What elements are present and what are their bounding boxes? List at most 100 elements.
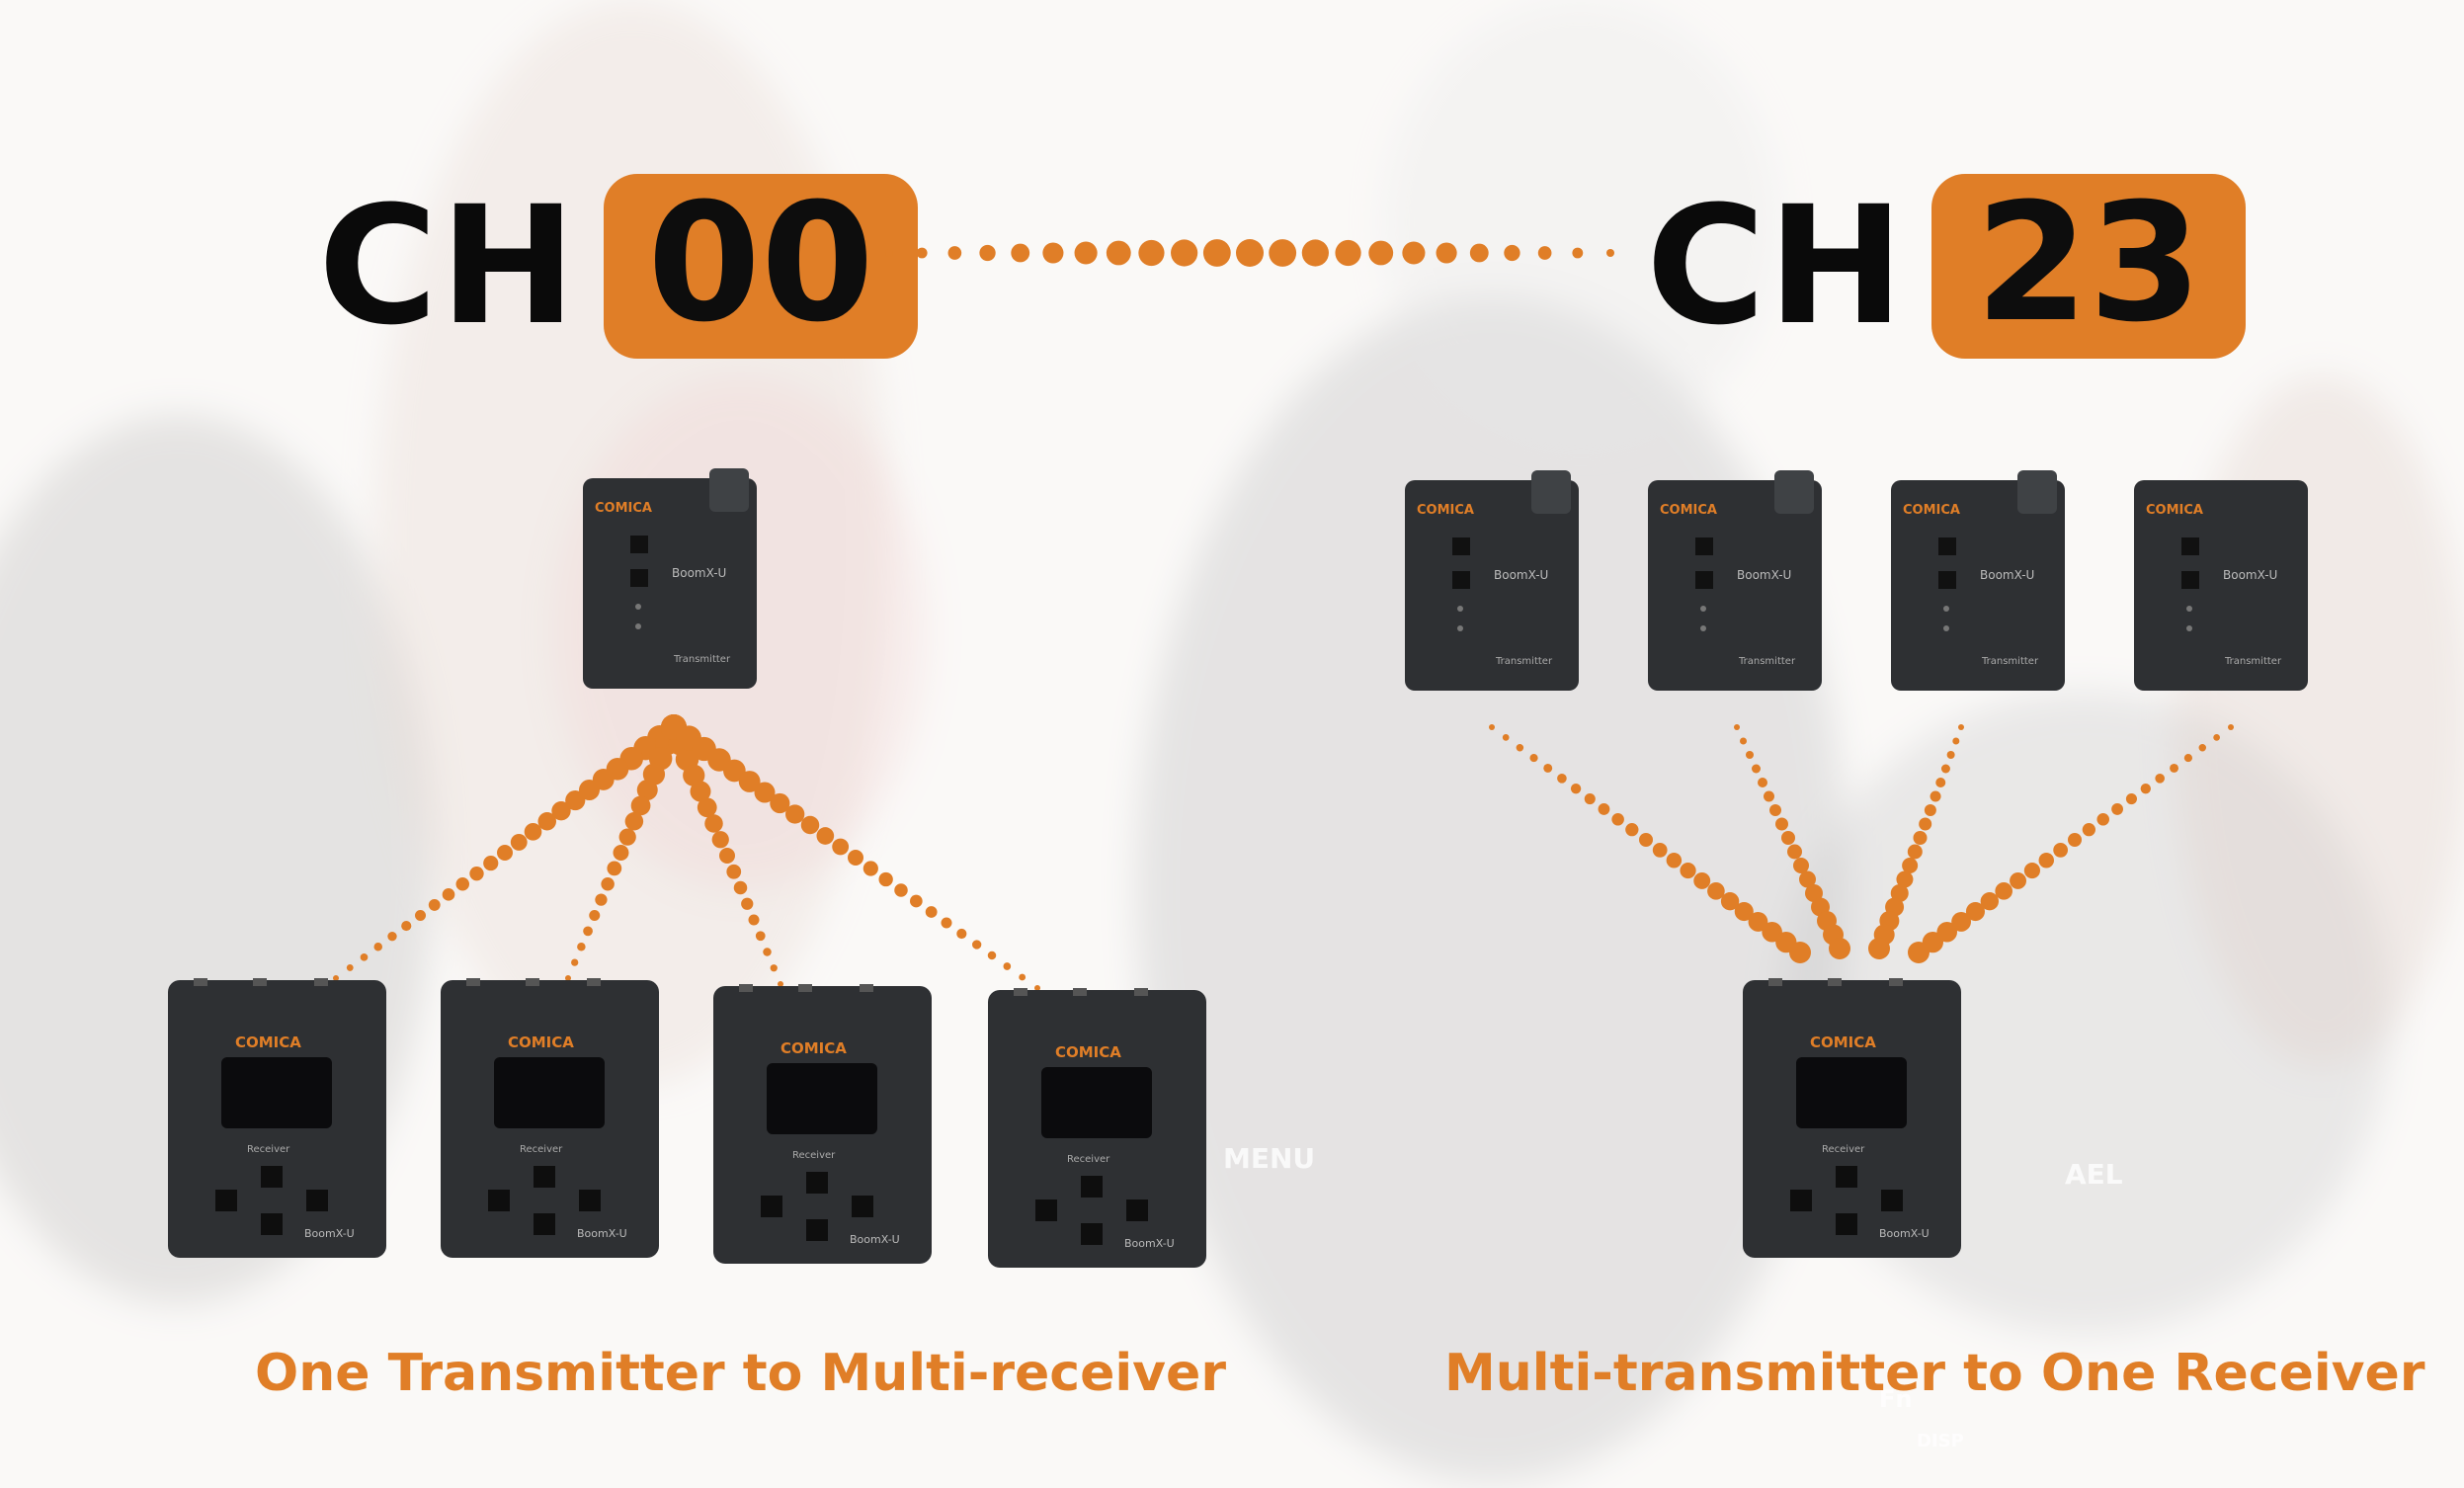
connection-dot xyxy=(910,894,923,908)
connection-dot xyxy=(624,812,644,831)
connection-dot xyxy=(2111,803,2123,815)
connection-dot xyxy=(2023,863,2041,879)
transmitter-device: COMICA BoomX-U Transmitter xyxy=(1646,470,1824,693)
connection-dot xyxy=(428,899,441,911)
connection-dot xyxy=(1034,985,1040,991)
connection-dot xyxy=(2068,833,2082,847)
model-label: BoomX-U xyxy=(1124,1237,1175,1250)
connection-dot xyxy=(387,932,397,942)
connection-dot xyxy=(748,914,760,926)
ael-key-text: AEL xyxy=(2065,1158,2123,1191)
channel-prefix: CH xyxy=(318,171,579,361)
connection-dot xyxy=(1734,902,1754,922)
connection-dot xyxy=(1965,902,1986,922)
connection-dot xyxy=(1764,790,1774,802)
connection-dot xyxy=(2170,764,2178,773)
connection-dot xyxy=(571,958,579,966)
model-label: BoomX-U xyxy=(2223,568,2277,582)
connection-dot xyxy=(1138,239,1165,267)
channel-number-badge: 23 xyxy=(1931,174,2246,359)
transmitter-device: COMICA BoomX-U Transmitter xyxy=(581,468,759,691)
connection-dot xyxy=(1598,803,1610,815)
channel-number-badge: 00 xyxy=(604,174,918,359)
connection-dot xyxy=(1829,938,1850,959)
transmitter-label: Transmitter xyxy=(673,654,731,665)
connection-dot xyxy=(1907,844,1923,860)
channel-label-right: CH 23 xyxy=(1646,174,2246,359)
connection-dot xyxy=(1042,242,1064,264)
connection-dot xyxy=(1913,831,1928,845)
connection-dot xyxy=(979,244,996,262)
connection-dot xyxy=(1805,884,1823,902)
connection-dot xyxy=(442,888,455,901)
connection-dot xyxy=(1639,833,1653,847)
connection-dot xyxy=(1171,239,1198,267)
brand-logo: COMICA xyxy=(1660,503,1717,518)
connection-dot xyxy=(2213,734,2221,741)
model-label: BoomX-U xyxy=(577,1227,627,1240)
connection-dot xyxy=(1106,240,1131,266)
brand-logo: COMICA xyxy=(508,1033,574,1051)
channel-label-left: CH 00 xyxy=(318,174,918,359)
connection-dot xyxy=(697,797,717,818)
connection-dot xyxy=(1202,239,1231,267)
connection-dot xyxy=(1930,790,1941,802)
transmitter-label: Transmitter xyxy=(1495,656,1553,667)
connection-dot xyxy=(1236,239,1264,267)
transmitter-device: COMICA BoomX-U Transmitter xyxy=(1889,470,2067,693)
model-label: BoomX-U xyxy=(1879,1227,1930,1240)
connection-dot xyxy=(1502,734,1510,741)
receiver-device: COMICA Receiver BoomX-U xyxy=(166,978,388,1260)
connection-dot xyxy=(497,845,513,861)
connection-dot xyxy=(613,845,629,861)
receiver-label: Receiver xyxy=(520,1144,563,1155)
connection-dot xyxy=(1935,778,1946,787)
receiver-label: Receiver xyxy=(247,1144,290,1155)
connection-dot xyxy=(704,814,723,833)
transmitter-label: Transmitter xyxy=(2224,656,2282,667)
connection-dot xyxy=(1740,737,1747,745)
connection-dot xyxy=(754,782,776,803)
connection-dot xyxy=(1769,804,1781,816)
brand-logo: COMICA xyxy=(1417,503,1474,518)
connection-dot xyxy=(1666,853,1683,868)
connection-dot xyxy=(1680,863,1696,879)
connection-dot xyxy=(941,917,952,929)
model-label: BoomX-U xyxy=(1737,568,1791,582)
connection-dot xyxy=(360,953,369,961)
connection-dot xyxy=(1940,764,1950,774)
connection-dot xyxy=(1003,962,1012,970)
connection-dot xyxy=(763,948,772,956)
connection-dot xyxy=(894,883,908,897)
connection-dot xyxy=(636,780,658,800)
connection-dot xyxy=(2183,754,2193,763)
connection-dot xyxy=(1793,858,1809,873)
connection-dot xyxy=(1952,737,1960,745)
connection-dot xyxy=(565,790,586,811)
connection-dot xyxy=(1625,823,1639,837)
connection-dot xyxy=(483,856,499,871)
connection-dot xyxy=(1335,239,1361,267)
connection-dot xyxy=(1924,804,1936,816)
connection-dot xyxy=(1746,751,1754,759)
connection-dot xyxy=(551,801,571,821)
connection-dot xyxy=(579,780,600,800)
connection-dot xyxy=(565,975,571,981)
connection-dot xyxy=(537,812,556,831)
connection-dot xyxy=(1734,724,1740,730)
connection-dot xyxy=(1758,778,1767,787)
connection-dot xyxy=(589,910,601,921)
connection-dot xyxy=(770,792,790,814)
receiver-device: COMICA Receiver BoomX-U xyxy=(986,988,1208,1270)
connection-dot xyxy=(455,877,469,891)
connection-dot xyxy=(723,759,746,783)
connection-dot xyxy=(1606,249,1614,257)
connection-dot xyxy=(848,850,863,866)
connection-dot xyxy=(1781,831,1795,845)
connection-dot xyxy=(2082,823,2095,837)
connection-dot xyxy=(1529,754,1538,763)
connection-dot xyxy=(1789,942,1811,963)
connection-dot xyxy=(2155,774,2166,784)
connection-dot xyxy=(2010,872,2026,889)
